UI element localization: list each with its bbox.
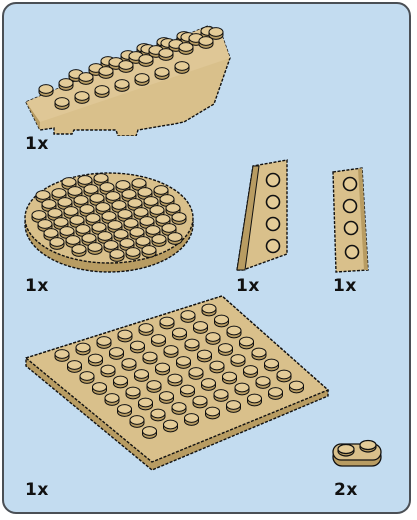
qty-square-plate: 1x bbox=[25, 480, 49, 500]
qty-wedge-plate-right: 1x bbox=[333, 276, 357, 296]
qty-small-plate: 2x bbox=[334, 480, 358, 500]
small-plate-part bbox=[330, 436, 386, 472]
qty-half-round-plate: 1x bbox=[25, 134, 49, 154]
qty-round-plate: 1x bbox=[25, 276, 49, 296]
half-round-plate-part bbox=[24, 18, 234, 136]
qty-wedge-plate-left: 1x bbox=[236, 276, 260, 296]
square-plate-part bbox=[22, 294, 332, 474]
round-plate-part bbox=[22, 170, 197, 276]
wedge-plate-left-part bbox=[233, 158, 293, 274]
wedge-plate-right-part bbox=[330, 166, 370, 276]
